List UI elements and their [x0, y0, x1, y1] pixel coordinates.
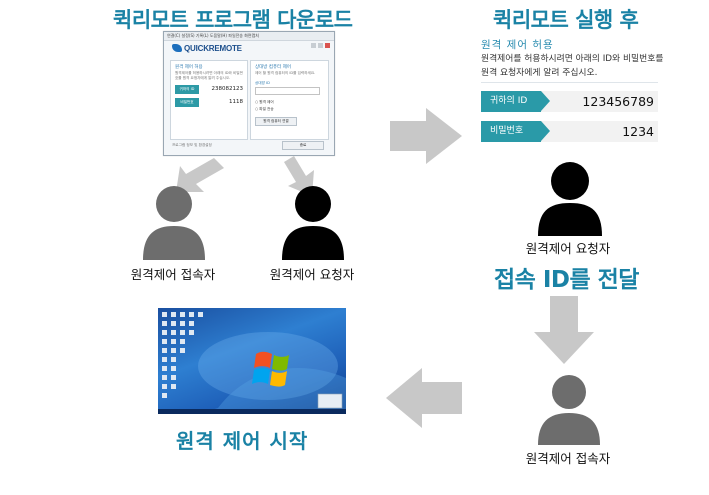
caption-requester-mid: 원격제어 요청자	[269, 267, 355, 282]
logo-icon	[172, 44, 182, 52]
app-id-label: 귀하의 ID	[175, 85, 199, 94]
app-menubar: 연결(C) 설정(S) 기록(L) 도움말(H) 파일전송 화면캡처	[164, 32, 334, 41]
desktop-taskbar	[158, 409, 346, 414]
window-controls	[311, 43, 331, 49]
close-icon[interactable]	[325, 43, 330, 48]
remote-desktop-screenshot	[158, 308, 346, 414]
connect-button[interactable]: 원격 컴퓨터 연결	[255, 117, 297, 126]
partner-id-label: 상대방 ID	[255, 81, 270, 85]
partner-id-input[interactable]	[255, 87, 320, 95]
opt-control-radio[interactable]: ○ 원격 제어	[255, 100, 274, 104]
control-partner-pane: 상대방 컴퓨터 제어 제어 할 원격 컴퓨터의 ID를 입력하세요. 상대방 I…	[250, 60, 329, 140]
arrow-down	[534, 296, 594, 364]
panel-heading: 원격 제어 허용	[481, 39, 554, 51]
allow-pane-text: 원격제어를 허용하시려면 아래의 ID와 비밀번호를 원격 요청자에게 알려 주…	[175, 71, 243, 80]
panel-id-label: 귀하의 ID	[481, 91, 541, 112]
minimize-icon[interactable]	[311, 43, 316, 48]
partner-pane-text: 제어 할 원격 컴퓨터의 ID를 입력하세요.	[255, 71, 316, 75]
pw-label-tip	[541, 121, 550, 141]
partner-pane-title: 상대방 컴퓨터 제어	[255, 65, 291, 70]
opt-transfer-radio[interactable]: ○ 파일 전송	[255, 107, 274, 111]
panel-description-line1: 원격제어를 허용하시려면 아래의 ID와 비밀번호를	[481, 54, 664, 64]
panel-pw-value: 1234	[622, 124, 654, 139]
panel-id-value: 123456789	[582, 94, 654, 109]
panel-description-line2: 원격 요청자에게 알려 주십시오.	[481, 68, 598, 78]
maximize-icon[interactable]	[318, 43, 323, 48]
allow-pane-title: 원격 제어 허용	[175, 65, 203, 70]
arrow-right	[390, 108, 462, 164]
person-connector-icon-left	[143, 186, 205, 260]
title-deliver-id: 접속 ID를 전달	[494, 267, 639, 293]
app-pw-row: 비밀번호 1118	[175, 98, 243, 107]
app-pw-label: 비밀번호	[175, 98, 199, 107]
title-program-download: 퀵리모트 프로그램 다운로드	[113, 8, 353, 32]
app-id-row: 귀하의 ID 238082123	[175, 85, 243, 94]
panel-pw-label: 비밀번호	[481, 121, 541, 142]
person-requester-icon-right	[538, 162, 602, 236]
app-id-value: 238082123	[211, 86, 244, 92]
logo-text: QUICKREMOTE	[184, 44, 242, 53]
person-connector-icon-bottom	[538, 375, 600, 445]
windows-logo-icon	[252, 351, 289, 387]
app-pw-value: 1118	[229, 99, 243, 105]
app-logo: QUICKREMOTE	[172, 44, 242, 53]
panel-id-row: 귀하의 ID 123456789	[481, 91, 658, 112]
arrow-down-left	[176, 158, 224, 192]
app-window-screenshot: 연결(C) 설정(S) 기록(L) 도움말(H) 파일전송 화면캡처 QUICK…	[163, 31, 335, 156]
person-requester-icon-mid	[282, 186, 344, 260]
arrow-down-right	[284, 156, 314, 196]
desktop-small-window	[317, 393, 343, 409]
opt-control-label: 원격 제어	[259, 100, 274, 104]
panel-pw-row: 비밀번호 1234	[481, 121, 658, 142]
title-after-run: 퀵리모트 실행 후	[493, 8, 639, 32]
caption-connector-bottom: 원격제어 접속자	[525, 451, 611, 466]
panel-divider	[481, 82, 658, 83]
title-remote-start: 원격 제어 시작	[176, 429, 309, 453]
arrow-left	[386, 368, 462, 428]
allow-control-pane: 원격 제어 허용 원격제어를 허용하시려면 아래의 ID와 비밀번호를 원격 요…	[170, 60, 248, 140]
desktop-wallpaper	[158, 312, 346, 414]
id-label-tip	[541, 91, 550, 111]
desktop-icons	[162, 312, 203, 398]
app-footer-link[interactable]: 프로그램 정보 및 환경설정	[172, 143, 212, 147]
panel-description: 원격제어를 허용하시려면 아래의 ID와 비밀번호를 원격 요청자에게 알려 주…	[481, 52, 663, 80]
exit-button[interactable]: 종료	[282, 141, 324, 150]
caption-connector-left: 원격제어 접속자	[130, 267, 216, 282]
caption-requester-right: 원격제어 요청자	[525, 241, 611, 256]
opt-transfer-label: 파일 전송	[259, 107, 274, 111]
